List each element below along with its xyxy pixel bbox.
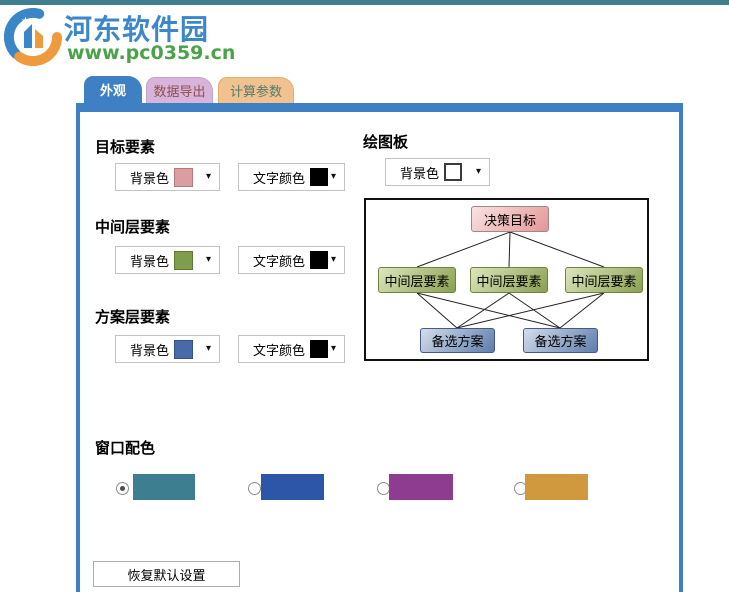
brand-url-link[interactable]: www.pc0359.cn	[67, 42, 236, 64]
chevron-down-icon: ▾	[475, 166, 481, 177]
chevron-down-icon: ▾	[205, 343, 211, 354]
color-swatch	[174, 250, 194, 270]
color-swatch	[174, 339, 194, 359]
window-color-swatch-blue[interactable]	[261, 474, 324, 500]
color-swatch	[310, 251, 329, 269]
target-text-color-select[interactable]: 文字颜色 ▾	[238, 163, 345, 191]
reset-defaults-button[interactable]: 恢复默认设置	[93, 561, 240, 587]
window-color-radio-teal[interactable]	[116, 482, 129, 495]
tab-calc-params[interactable]: 计算参数	[218, 77, 294, 103]
bg-color-label: 背景色	[400, 166, 440, 182]
window-color-radio-blue[interactable]	[248, 482, 261, 495]
tab-appearance[interactable]: 外观	[84, 76, 142, 103]
window-color-swatch-gold[interactable]	[525, 474, 588, 500]
window-color-swatch-purple[interactable]	[389, 474, 453, 500]
text-color-label: 文字颜色	[253, 343, 306, 359]
chevron-down-icon: ▾	[330, 343, 336, 354]
top-accent-bar	[0, 0, 729, 5]
brand-name: 河东软件园	[64, 13, 210, 46]
target-bg-color-select[interactable]: 背景色 ▾	[115, 163, 220, 191]
section-title-drawboard: 绘图板	[363, 133, 409, 151]
color-swatch	[310, 340, 329, 358]
bg-color-label: 背景色	[130, 171, 170, 187]
middle-bg-color-select[interactable]: 背景色 ▾	[115, 246, 220, 274]
svg-text:★: ★	[21, 16, 30, 27]
color-swatch	[310, 168, 329, 186]
drawboard-bg-color-select[interactable]: 背景色 ▾	[385, 158, 490, 186]
chevron-down-icon: ▾	[330, 171, 336, 182]
color-swatch	[444, 163, 463, 181]
window-color-swatch-teal[interactable]	[133, 474, 195, 500]
middle-text-color-select[interactable]: 文字颜色 ▾	[238, 246, 345, 274]
chevron-down-icon: ▾	[205, 171, 211, 182]
tab-data-export[interactable]: 数据导出	[146, 77, 213, 103]
brand-logo-icon: ★	[4, 8, 62, 66]
text-color-label: 文字颜色	[253, 171, 306, 187]
hierarchy-preview: 决策目标 中间层要素 中间层要素 中间层要素 备选方案 备选方案	[364, 198, 649, 361]
scheme-text-color-select[interactable]: 文字颜色 ▾	[238, 335, 345, 363]
bg-color-label: 背景色	[130, 254, 170, 270]
middle-node: 中间层要素	[565, 267, 643, 293]
scheme-bg-color-select[interactable]: 背景色 ▾	[115, 335, 220, 363]
chevron-down-icon: ▾	[205, 254, 211, 265]
alternative-node: 备选方案	[420, 328, 495, 353]
section-title-window-colors: 窗口配色	[95, 439, 156, 457]
connector-lines	[416, 231, 605, 329]
middle-node: 中间层要素	[378, 267, 456, 293]
chevron-down-icon: ▾	[330, 254, 336, 265]
alternative-node: 备选方案	[523, 328, 598, 353]
goal-node: 决策目标	[471, 206, 549, 232]
section-title-target: 目标要素	[95, 138, 156, 156]
text-color-label: 文字颜色	[253, 254, 306, 270]
bg-color-label: 背景色	[130, 343, 170, 359]
section-title-scheme: 方案层要素	[95, 308, 171, 326]
section-title-middle: 中间层要素	[95, 218, 171, 236]
color-swatch	[174, 167, 194, 187]
middle-node: 中间层要素	[470, 267, 548, 293]
